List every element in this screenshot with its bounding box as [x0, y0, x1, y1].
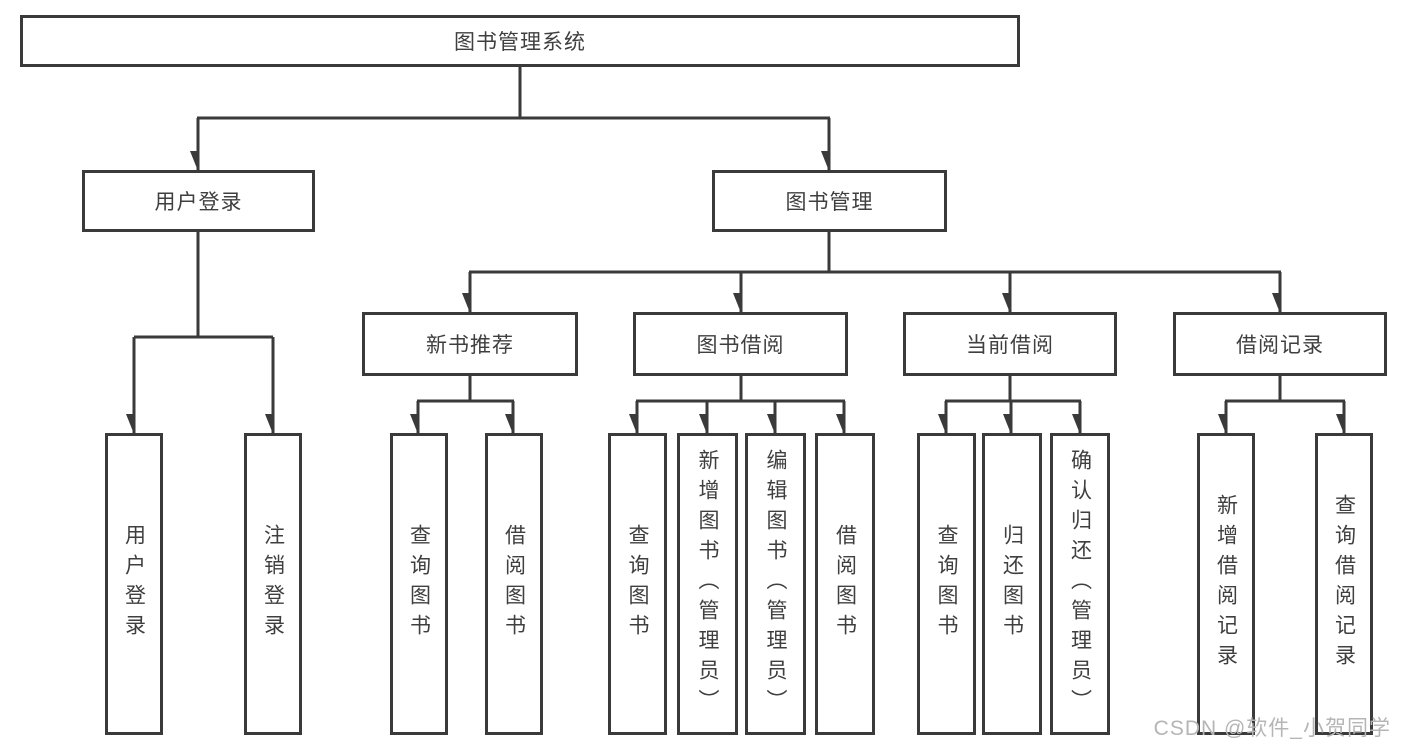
node-borrow-records-label: 借阅记录	[1236, 334, 1324, 357]
leaf-add-borrow-record: 新增借阅记录	[1197, 433, 1255, 735]
leaf-confirm-return-admin: 确认归还（管理员）	[1050, 433, 1110, 735]
node-book-management: 图书管理	[712, 170, 947, 232]
node-new-book-recommend: 新书推荐	[362, 312, 578, 376]
leaf-borrow-books-2: 借阅图书	[815, 433, 875, 735]
leaf-add-books-admin: 新增图书（管理员）	[677, 433, 738, 735]
node-user-login-label: 用户登录	[154, 191, 243, 214]
node-book-borrowing-label: 图书借阅	[696, 334, 785, 357]
node-current-borrowing: 当前借阅	[903, 312, 1117, 376]
leaf-edit-books-admin-label: 编辑图书（管理员）	[764, 449, 787, 719]
csdn-watermark: CSDN @软件_小贺同学	[1153, 717, 1391, 740]
leaf-query-books-3: 查询图书	[917, 433, 976, 735]
leaf-query-books-3-label: 查询图书	[935, 524, 958, 644]
node-book-borrowing: 图书借阅	[633, 312, 848, 376]
leaf-query-borrow-record: 查询借阅记录	[1315, 433, 1373, 735]
leaf-query-books-2-label: 查询图书	[626, 524, 649, 644]
node-current-borrowing-label: 当前借阅	[966, 334, 1054, 357]
leaf-confirm-return-admin-label: 确认归还（管理员）	[1068, 449, 1092, 719]
leaf-borrow-books-1-label: 借阅图书	[502, 524, 526, 644]
leaf-edit-books-admin: 编辑图书（管理员）	[745, 433, 806, 735]
node-root-label: 图书管理系统	[454, 31, 586, 54]
leaf-logout-label: 注销登录	[261, 524, 285, 644]
node-user-login: 用户登录	[82, 170, 315, 232]
leaf-query-books-2: 查询图书	[608, 433, 667, 735]
leaf-add-borrow-record-label: 新增借阅记录	[1214, 494, 1238, 674]
leaf-user-login: 用户登录	[105, 433, 163, 735]
leaf-logout: 注销登录	[244, 433, 302, 735]
leaf-add-books-admin-label: 新增图书（管理员）	[696, 449, 719, 719]
leaf-borrow-books-2-label: 借阅图书	[833, 524, 857, 644]
leaf-return-books-label: 归还图书	[1000, 524, 1024, 644]
leaf-query-books-1: 查询图书	[390, 433, 448, 735]
node-new-book-recommend-label: 新书推荐	[426, 334, 514, 357]
leaf-borrow-books-1: 借阅图书	[485, 433, 543, 735]
leaf-user-login-label: 用户登录	[122, 524, 146, 644]
node-borrow-records: 借阅记录	[1173, 312, 1387, 376]
leaf-return-books: 归还图书	[982, 433, 1042, 735]
leaf-query-borrow-record-label: 查询借阅记录	[1332, 494, 1356, 674]
node-root: 图书管理系统	[20, 15, 1020, 67]
node-book-management-label: 图书管理	[785, 191, 874, 214]
leaf-query-books-1-label: 查询图书	[407, 524, 431, 644]
